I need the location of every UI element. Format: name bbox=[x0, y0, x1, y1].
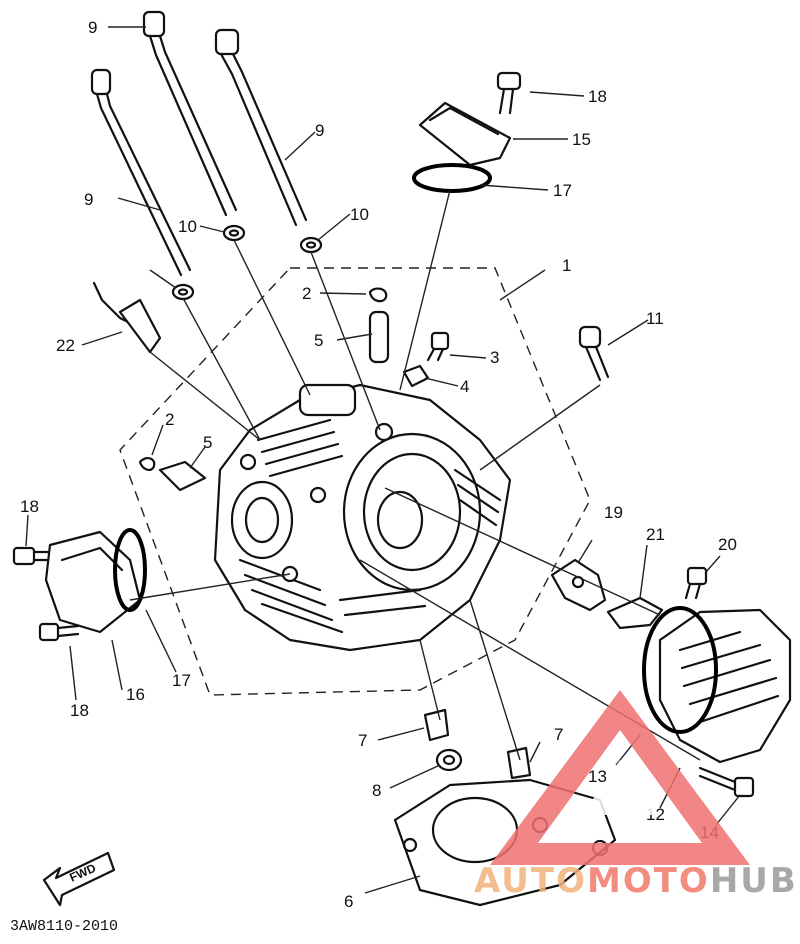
callout-9c: 9 bbox=[84, 190, 93, 209]
automotohub-watermark: AUTOMOTOHUB bbox=[474, 690, 798, 901]
clip-2a[interactable] bbox=[368, 287, 388, 303]
washer-10c[interactable] bbox=[171, 283, 195, 301]
callout-17a: 17 bbox=[553, 181, 572, 200]
o-ring-top[interactable] bbox=[412, 163, 492, 193]
bracket-21[interactable] bbox=[606, 596, 664, 630]
bolt-11[interactable] bbox=[578, 325, 610, 382]
svg-text:AUTOMOTOHUB: AUTOMOTOHUB bbox=[474, 861, 798, 901]
callout-20: 20 bbox=[718, 535, 737, 554]
alignment-lines bbox=[129, 189, 701, 761]
callout-21: 21 bbox=[646, 525, 665, 544]
callout-15: 15 bbox=[572, 130, 591, 149]
washer-4[interactable] bbox=[402, 364, 430, 388]
callout-3: 3 bbox=[490, 348, 499, 367]
callout-6: 6 bbox=[344, 892, 353, 911]
callout-9a: 9 bbox=[88, 18, 97, 37]
callout-leaders bbox=[25, 26, 741, 894]
callout-2b: 2 bbox=[165, 410, 174, 429]
callout-16: 16 bbox=[126, 685, 145, 704]
callout-4: 4 bbox=[460, 377, 469, 396]
dowel-pin-5a[interactable] bbox=[368, 310, 390, 364]
callout-8: 8 bbox=[372, 781, 381, 800]
watermark-triangle-logo bbox=[490, 690, 750, 865]
callout-18c: 18 bbox=[70, 701, 89, 720]
assembly-boundary bbox=[119, 267, 591, 696]
callout-2a: 2 bbox=[302, 284, 311, 303]
watermark-word-hub: HUB bbox=[710, 861, 798, 901]
callout-11: 11 bbox=[646, 309, 664, 328]
washer-8[interactable] bbox=[435, 748, 463, 772]
callout-10b: 10 bbox=[350, 205, 369, 224]
bolt-18c[interactable] bbox=[38, 622, 80, 642]
callout-17b: 17 bbox=[172, 671, 191, 690]
side-cover-left[interactable] bbox=[44, 530, 142, 634]
temperature-sensor[interactable] bbox=[92, 281, 162, 354]
watermark-word-moto: MOTO bbox=[587, 861, 710, 901]
dowel-7a[interactable] bbox=[423, 708, 450, 742]
callout-9b: 9 bbox=[315, 121, 324, 140]
dowel-pin-5b[interactable] bbox=[158, 460, 207, 492]
cap-bolt[interactable] bbox=[496, 71, 522, 115]
washer-10a[interactable] bbox=[222, 224, 246, 242]
stud-bolt-middle[interactable] bbox=[142, 10, 238, 217]
o-ring-left[interactable] bbox=[113, 528, 147, 612]
clip-2b[interactable] bbox=[138, 456, 156, 472]
tappet-cover-cap[interactable] bbox=[418, 101, 512, 167]
o-ring-right[interactable] bbox=[642, 606, 718, 734]
forward-arrow: FWD bbox=[42, 851, 116, 907]
callout-7b: 7 bbox=[554, 725, 563, 744]
washer-10b[interactable] bbox=[299, 236, 323, 254]
callout-18b: 18 bbox=[20, 497, 39, 516]
callout-10a: 10 bbox=[178, 217, 197, 236]
callout-13: 13 bbox=[588, 767, 607, 786]
callout-5b: 5 bbox=[203, 433, 212, 452]
stud-bolt-left[interactable] bbox=[90, 68, 192, 277]
callout-18a: 18 bbox=[588, 87, 607, 106]
bolt-14[interactable] bbox=[698, 766, 755, 798]
callout-5a: 5 bbox=[314, 331, 323, 350]
callout-22: 22 bbox=[56, 336, 75, 355]
plate-19[interactable] bbox=[550, 558, 607, 612]
watermark-word-auto: AUTO bbox=[474, 861, 587, 901]
cylinder-head[interactable] bbox=[213, 383, 512, 652]
bolt-18b[interactable] bbox=[12, 546, 50, 566]
bolt-3[interactable] bbox=[426, 331, 450, 362]
callout-1: 1 bbox=[562, 256, 571, 275]
callout-19: 19 bbox=[604, 503, 623, 522]
bolt-20[interactable] bbox=[684, 566, 708, 600]
diagram-code: 3AW8110-2010 bbox=[10, 918, 118, 935]
dowel-7b[interactable] bbox=[506, 746, 532, 780]
callout-7a: 7 bbox=[358, 731, 367, 750]
stud-bolt-right[interactable] bbox=[214, 28, 308, 227]
valve-cover-right[interactable] bbox=[658, 608, 792, 764]
